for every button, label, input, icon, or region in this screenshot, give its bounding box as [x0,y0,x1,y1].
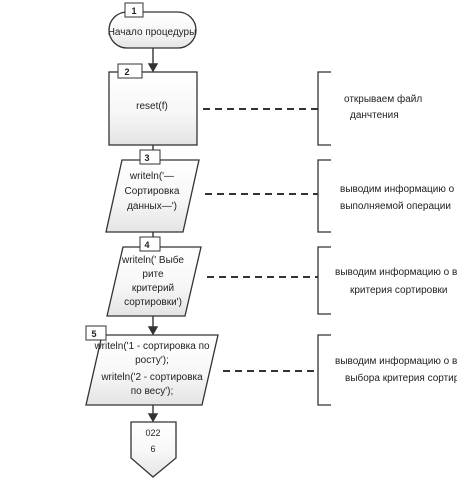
comment-line: выводим информацию о вв [335,355,457,367]
step-text-line: сортировки') [124,297,182,308]
io-shape [105,159,200,233]
connector-shape [130,421,177,478]
step-text: reset(f) [136,101,168,112]
process-shape [108,71,198,146]
comment-line: открываем файл [344,93,422,105]
arrowhead-2 [147,63,159,73]
step-text-line: writeln('— [129,171,174,182]
step-3-io: 3 writeln('— Сортировка данных—') [105,149,200,233]
step-number-box [124,2,144,18]
step-text-line: по весу'); [131,386,174,397]
step-2-process: 2 reset(f) [108,63,198,146]
comment-1: открываем файл данчтения [344,93,422,121]
arrowhead-5 [147,326,159,336]
io-shape [106,246,202,317]
step-number: 3 [144,153,149,163]
comment-3: выводим информацию о в критерия сортиров… [335,266,457,296]
comment-2: выводим информацию о выполняемой операци… [340,183,455,212]
comment-line: критерия сортировки [350,285,447,296]
step-5-io: 5 writeln('1 - сортировка по росту'); wr… [85,325,219,406]
step-text-line: writeln('1 - сортировка по [93,341,210,352]
comment-line: выбора критерия сортир [345,372,457,384]
connector-line: 6 [150,444,155,454]
terminator-shape [108,11,197,49]
step-number-box [139,236,161,252]
off-page-connector: 022 6 [130,421,177,478]
step-number: 4 [144,240,149,250]
step-text-line: рите [142,269,164,280]
comment-bracket-4 [317,334,331,406]
comment-line: выводим информацию о в [335,266,457,278]
arrowhead-6 [147,413,159,423]
connector-line: 022 [145,428,160,438]
step-number-box [85,325,107,341]
step-text-line: росту'); [135,355,169,366]
step-text-line: критерий [132,283,174,294]
step-1-terminator: 1 Начало процедуры [108,2,197,49]
step-number-box [117,63,143,79]
step-text-line: Сортировка [125,186,180,197]
step-number: 5 [91,329,96,339]
comment-bracket-2 [317,159,331,233]
comment-line: выводим информацию о [340,183,455,195]
step-number: 2 [124,67,129,77]
step-4-io: 4 writeln(' Выбе рите критерий сортировк… [106,236,202,317]
io-shape [85,334,219,406]
comment-bracket-3 [317,246,331,315]
comment-4: выводим информацию о вв выбора критерия … [335,355,457,384]
comment-leaders [203,71,331,406]
step-text-line: writeln(' Выбе [121,254,184,266]
comment-bracket-1 [317,71,331,146]
step-text-line: writeln('2 - сортировка [100,372,203,383]
comment-line: выполняемой операции [340,201,451,212]
step-text-line: данных—') [127,201,177,212]
step-number-box [139,149,161,165]
step-text: Начало процедуры [108,27,197,38]
comment-line: данчтения [350,110,399,121]
step-number: 1 [131,6,136,16]
